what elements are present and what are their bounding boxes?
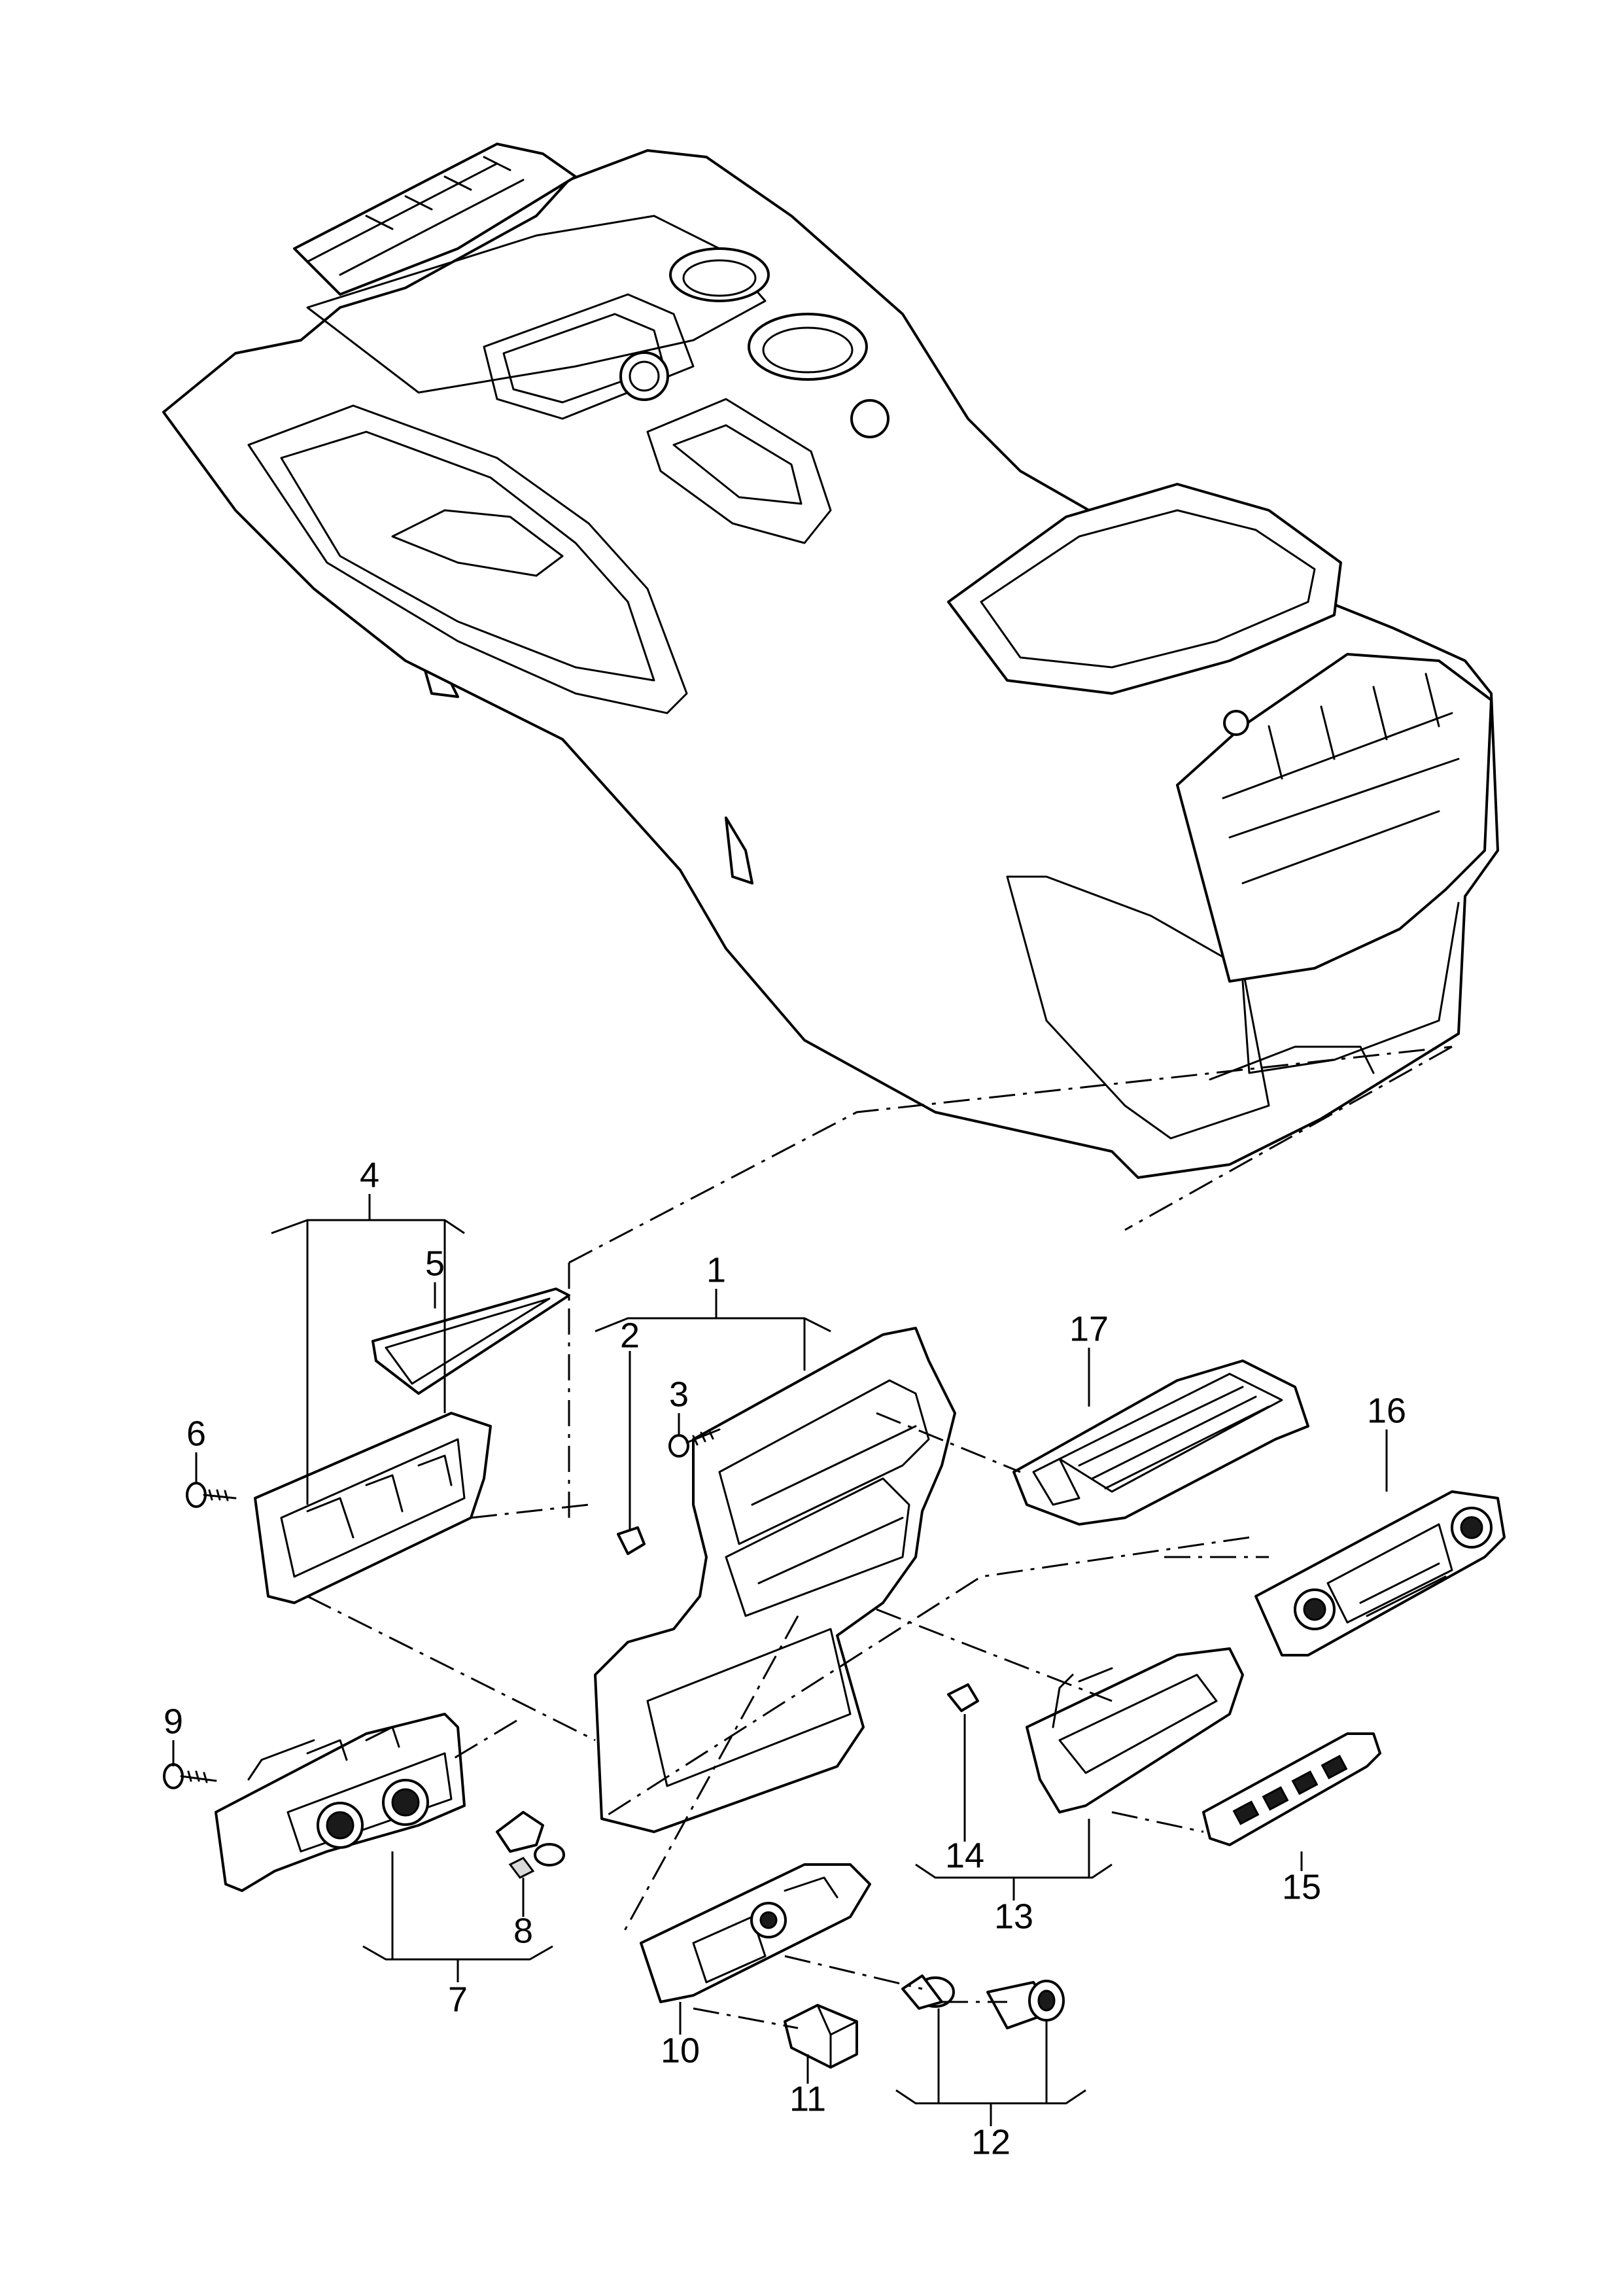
callout-6: 6 — [186, 1414, 206, 1453]
callout-16: 16 — [1367, 1391, 1406, 1430]
callout-17: 17 — [1069, 1309, 1109, 1348]
climate-control-16 — [1254, 1490, 1506, 1656]
callout-9: 9 — [164, 1702, 183, 1741]
clip-2 — [617, 1526, 646, 1555]
callout-2: 2 — [620, 1316, 640, 1355]
storage-mat — [371, 1288, 570, 1395]
callout-7: 7 — [448, 1980, 468, 2019]
callout-10: 10 — [661, 2031, 700, 2070]
clip-14 — [947, 1683, 979, 1712]
callout-labels: 1 2 3 4 5 6 7 8 9 10 11 12 13 14 15 16 1… — [164, 1155, 1406, 2162]
switch-panel-15 — [1202, 1732, 1381, 1846]
usb-connector-8 — [496, 1811, 565, 1879]
socket-panel-10 — [640, 1863, 871, 2003]
power-socket-12 — [901, 1974, 1065, 2029]
callout-13: 13 — [994, 1897, 1033, 1936]
rear-control-unit — [215, 1713, 466, 1892]
callout-15: 15 — [1282, 1867, 1321, 1906]
callout-4: 4 — [360, 1155, 379, 1195]
callout-1: 1 — [706, 1250, 726, 1289]
callout-12: 12 — [971, 2122, 1011, 2162]
callout-5: 5 — [425, 1244, 445, 1283]
screw-9 — [163, 1763, 217, 1789]
callout-3: 3 — [669, 1375, 689, 1414]
callout-8: 8 — [513, 1911, 533, 1950]
air-vent-17 — [1012, 1359, 1309, 1526]
leader-lines — [172, 1194, 1388, 2126]
usb-module-11 — [784, 2004, 858, 2069]
storage-compartment — [254, 1412, 492, 1604]
screw-6 — [186, 1482, 237, 1508]
cover-frame-13 — [1026, 1647, 1244, 1813]
callout-11: 11 — [789, 2079, 826, 2118]
callout-14: 14 — [945, 1836, 984, 1875]
center-console-assembly — [162, 143, 1499, 1179]
front-trim-panel — [594, 1327, 956, 1833]
